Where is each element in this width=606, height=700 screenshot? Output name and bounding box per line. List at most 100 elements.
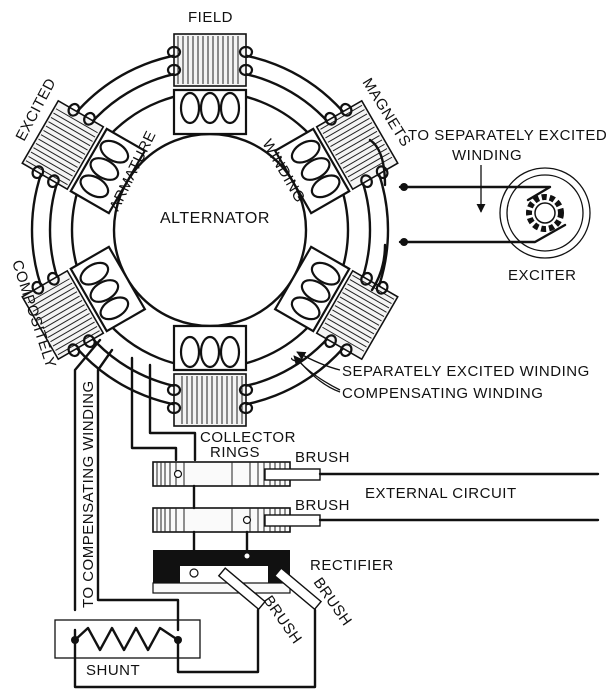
armature-coil-loop (219, 91, 241, 125)
magnet-winding-line (337, 135, 380, 161)
magnet-winding-line (330, 122, 373, 148)
magnet-coil-end (324, 111, 337, 126)
armature-coil-loop (290, 139, 321, 164)
armature-coil-loop (300, 157, 331, 181)
label-rectifier-brush-1: BRUSH (260, 593, 305, 648)
lead-compensating-right (96, 348, 180, 632)
armature-pole (69, 127, 147, 215)
field-magnet (21, 269, 105, 361)
magnet-coil-end (375, 280, 389, 295)
magnet-winding-line (40, 299, 83, 325)
rectifier-brush-1-lead (176, 608, 260, 674)
magnet-winding-line (349, 279, 392, 305)
lead-compensating-left (73, 338, 102, 612)
armature-poles (69, 88, 351, 372)
rectifier-brush-1[interactable] (217, 567, 267, 611)
exciter-inner-frame (506, 174, 584, 252)
label-rings: RINGS (210, 444, 260, 461)
label-compensating-winding: COMPENSATING WINDING (342, 385, 543, 402)
rectifier-terminal (189, 568, 199, 578)
exciter-terminal-bottom (400, 238, 408, 246)
label-collector: COLLECTOR (200, 429, 296, 446)
magnet-winding-line (45, 308, 88, 334)
magnet-winding-line (344, 287, 387, 313)
magnet-winding-line (38, 138, 81, 164)
magnet-winding-line (32, 286, 75, 312)
shunt: SHUNT (54, 619, 201, 679)
magnet-winding-line (47, 312, 90, 338)
armature-coil-loop (79, 261, 110, 286)
magnet-coil-end (360, 271, 373, 286)
rectifier-contact (244, 553, 250, 559)
magnet-winding-line (27, 278, 70, 304)
shunt-terminal-right (174, 636, 182, 644)
magnet-winding-line (332, 126, 375, 152)
magnet-winding-line (53, 112, 96, 138)
shunt-terminal-left (71, 636, 79, 644)
armature-pole (273, 245, 351, 333)
label-to-separately-excited-2: WINDING (452, 147, 522, 164)
magnet-winding-line (33, 147, 76, 173)
label-shunt: SHUNT (86, 662, 140, 679)
magnet-winding-line (342, 292, 385, 318)
field-magnet (315, 269, 399, 361)
label-external-circuit: EXTERNAL CIRCUIT (365, 485, 517, 502)
ring-1-terminal (173, 469, 183, 479)
magnet-coil-end (83, 111, 96, 126)
pointer-separately-excited-winding (296, 351, 341, 371)
collector-brush-1[interactable] (264, 468, 321, 481)
magnet-winding-line (48, 121, 91, 147)
magnet-coil-end (47, 271, 60, 286)
magnet-winding-line (327, 318, 370, 344)
collector-ring-hatching (156, 462, 286, 532)
armature-pole (172, 324, 248, 372)
magnet-winding-line (43, 129, 86, 155)
magnet-coil-end (166, 401, 182, 415)
magnet-coil-end (166, 63, 182, 77)
label-exciter: EXCITER (508, 267, 577, 284)
magnet-winding-line (35, 291, 78, 317)
magnet-coil-end (360, 174, 373, 189)
pointer-compensating-winding (293, 355, 341, 391)
label-collector-brush-1: BRUSH (295, 449, 350, 466)
field-magnet (21, 99, 105, 191)
field-magnet (166, 373, 254, 427)
armature-coil-loop (199, 91, 221, 125)
label-field: FIELD (188, 9, 233, 26)
magnet-coil-end (238, 401, 254, 415)
rectifier-segment-dark (153, 550, 290, 583)
magnet-core (173, 33, 247, 87)
collector-brush-2[interactable] (264, 514, 321, 527)
armature-coil-loop (99, 296, 130, 321)
magnet-coil-end (238, 63, 254, 77)
rectifier-brush-2[interactable] (273, 567, 323, 611)
armature-pole (69, 245, 147, 333)
lead-collector-1 (130, 356, 178, 462)
field-magnets (21, 33, 399, 427)
label-collector-brush-2: BRUSH (295, 497, 350, 514)
magnet-winding-line (50, 317, 93, 343)
exciter-commutator (526, 194, 564, 232)
armature-coil-loop (79, 174, 110, 199)
armature-coil-loop (219, 335, 241, 369)
magnet-coil-end (339, 343, 353, 358)
shunt-box (54, 619, 201, 659)
magnet-winding-line (327, 117, 370, 143)
magnet-coil-end (166, 383, 182, 397)
magnet-winding-line (25, 160, 68, 186)
magnet-coil-end (238, 45, 254, 59)
exciter-lead-top (398, 185, 552, 202)
exciter: TO SEPARATELY EXCITED WINDING EXCITER (368, 127, 606, 292)
label-separately-excited-winding: SEPARATELY EXCITED WINDING (342, 363, 590, 380)
exciter-terminal-top (400, 183, 408, 191)
magnet-winding-line (324, 322, 367, 348)
magnet-winding-line (337, 300, 380, 326)
magnet-winding-line (332, 309, 375, 335)
armature-coil-loop (89, 157, 120, 181)
magnet-winding-line (334, 305, 377, 331)
magnet-core (173, 373, 247, 427)
magnet-winding-line (320, 104, 363, 130)
magnet-winding-line (329, 313, 372, 339)
exciter-shaft (534, 202, 556, 224)
